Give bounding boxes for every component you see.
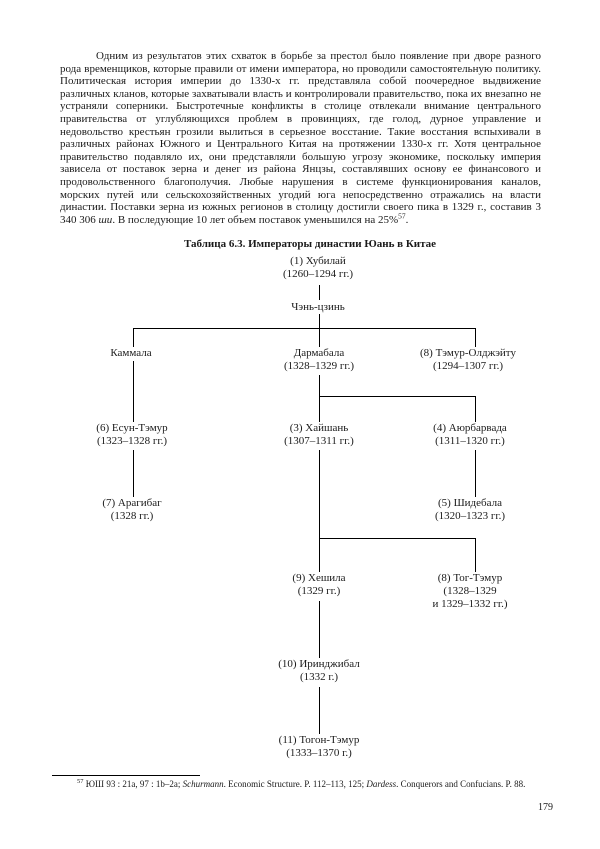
emperor-name: (8) Тэмур-Олджэйту <box>420 347 516 359</box>
connector-vertical <box>319 285 320 300</box>
reign-dates-continued: и 1329–1332 гг.) <box>432 598 508 610</box>
tree-node-khayshan: (3) Хайшань (1307–1311 гг.) <box>239 422 399 448</box>
tree-node-chen-tszin: Чэнь-цзинь <box>238 301 398 314</box>
footnote-divider <box>52 775 200 776</box>
paragraph-text-1: Одним из результатов этих схваток в борь… <box>60 50 541 226</box>
reign-dates: (1260–1294 гг.) <box>282 268 354 280</box>
connector-vertical <box>475 450 476 497</box>
connector-vertical <box>319 375 320 396</box>
connector-vertical <box>133 361 134 422</box>
connector-vertical <box>319 450 320 538</box>
connector-vertical <box>319 601 320 658</box>
person-name: Чэнь-цзинь <box>291 301 345 313</box>
tree-node-khubilai: (1) Хубилай (1260–1294 гг.) <box>238 255 398 281</box>
reign-dates: (1320–1323 гг.) <box>434 510 506 522</box>
emperor-name: (11) Тогон-Тэмур <box>278 734 360 746</box>
footnote: 57 ЮШ 93 : 21a, 97 : 1b–2a; Schurmann. E… <box>60 778 541 790</box>
tree-node-tog-temur: (8) Тог-Тэмур (1328–1329 и 1329–1332 гг.… <box>390 572 550 611</box>
footnote-author-dardess: Dardess <box>366 779 397 789</box>
emperor-name: (6) Есун-Тэмур <box>96 422 168 434</box>
reign-dates: (1311–1320 гг.) <box>435 435 505 447</box>
tree-node-shidebala: (5) Шидебала (1320–1323 гг.) <box>390 497 550 523</box>
reign-dates: (1307–1311 гг.) <box>284 435 354 447</box>
reign-dates: (1328–1329 гг.) <box>283 360 355 372</box>
tree-node-darmabala: Дармабала (1328–1329 гг.) <box>239 347 399 373</box>
tree-node-temur-oldzheytu: (8) Тэмур-Олджэйту (1294–1307 гг.) <box>388 347 548 373</box>
connector-vertical <box>475 328 476 347</box>
tree-node-ayurbarvada: (4) Аюрбарвада (1311–1320 гг.) <box>390 422 550 448</box>
tree-node-irindzhibal: (10) Иринджибал (1332 г.) <box>239 658 399 684</box>
emperor-name: (1) Хубилай <box>290 255 346 267</box>
footnote-author-schurmann: Schurmann <box>182 779 224 789</box>
connector-vertical <box>133 328 134 347</box>
connector-vertical <box>319 314 320 328</box>
footnote-text-2: . Economic Structure. P. 112–113, 125; <box>223 779 367 789</box>
emperor-name: (4) Аюрбарвада <box>433 422 507 434</box>
footnote-text-1: ЮШ 93 : 21a, 97 : 1b–2a; <box>83 779 183 789</box>
tree-node-esun-temur: (6) Есун-Тэмур (1323–1328 гг.) <box>52 422 212 448</box>
footnote-reference-mark: 57 <box>398 211 406 221</box>
connector-horizontal <box>133 328 476 329</box>
connector-vertical <box>475 538 476 572</box>
emperor-name: (3) Хайшань <box>289 422 349 434</box>
connector-vertical <box>133 450 134 497</box>
reign-dates: (1333–1370 г.) <box>286 747 352 759</box>
reign-dates: (1332 г.) <box>299 671 339 683</box>
emperor-name: (8) Тог-Тэмур <box>437 572 503 584</box>
connector-vertical <box>319 538 320 572</box>
person-name: Дармабала <box>293 347 345 359</box>
tree-node-togon-temur: (11) Тогон-Тэмур (1333–1370 г.) <box>239 734 399 760</box>
footnote-text-3: . Conquerors and Confucians. P. 88. <box>396 779 526 789</box>
paragraph-text-2: . В последующие 10 лет объем поставок ум… <box>112 213 399 226</box>
tree-node-kheshila: (9) Хешила (1329 гг.) <box>239 572 399 598</box>
reign-dates: (1328 гг.) <box>110 510 154 522</box>
connector-vertical <box>475 396 476 422</box>
connector-horizontal <box>319 396 476 397</box>
tree-node-kammala: Каммала <box>51 347 211 360</box>
reign-dates: (1328–1329 <box>443 585 497 597</box>
italic-term-shi: ши <box>98 213 113 226</box>
connector-vertical <box>319 396 320 422</box>
tree-node-aragibag: (7) Арагибаг (1328 гг.) <box>52 497 212 523</box>
emperor-name: (10) Иринджибал <box>278 658 360 670</box>
footnote-number: 57 <box>77 778 84 785</box>
person-name: Каммала <box>110 347 152 359</box>
emperor-name: (5) Шидебала <box>438 497 502 509</box>
emperor-name: (7) Арагибаг <box>102 497 162 509</box>
connector-vertical <box>319 328 320 347</box>
emperor-name: (9) Хешила <box>292 572 346 584</box>
connector-horizontal <box>319 538 476 539</box>
reign-dates: (1323–1328 гг.) <box>96 435 168 447</box>
reign-dates: (1294–1307 гг.) <box>432 360 504 372</box>
connector-vertical <box>319 687 320 734</box>
table-caption: Таблица 6.3. Императоры династии Юань в … <box>183 238 437 250</box>
reign-dates: (1329 гг.) <box>297 585 341 597</box>
body-paragraph: Одним из результатов этих схваток в борь… <box>60 50 541 226</box>
page-number: 179 <box>538 802 553 813</box>
paragraph-text-3: . <box>405 213 409 226</box>
